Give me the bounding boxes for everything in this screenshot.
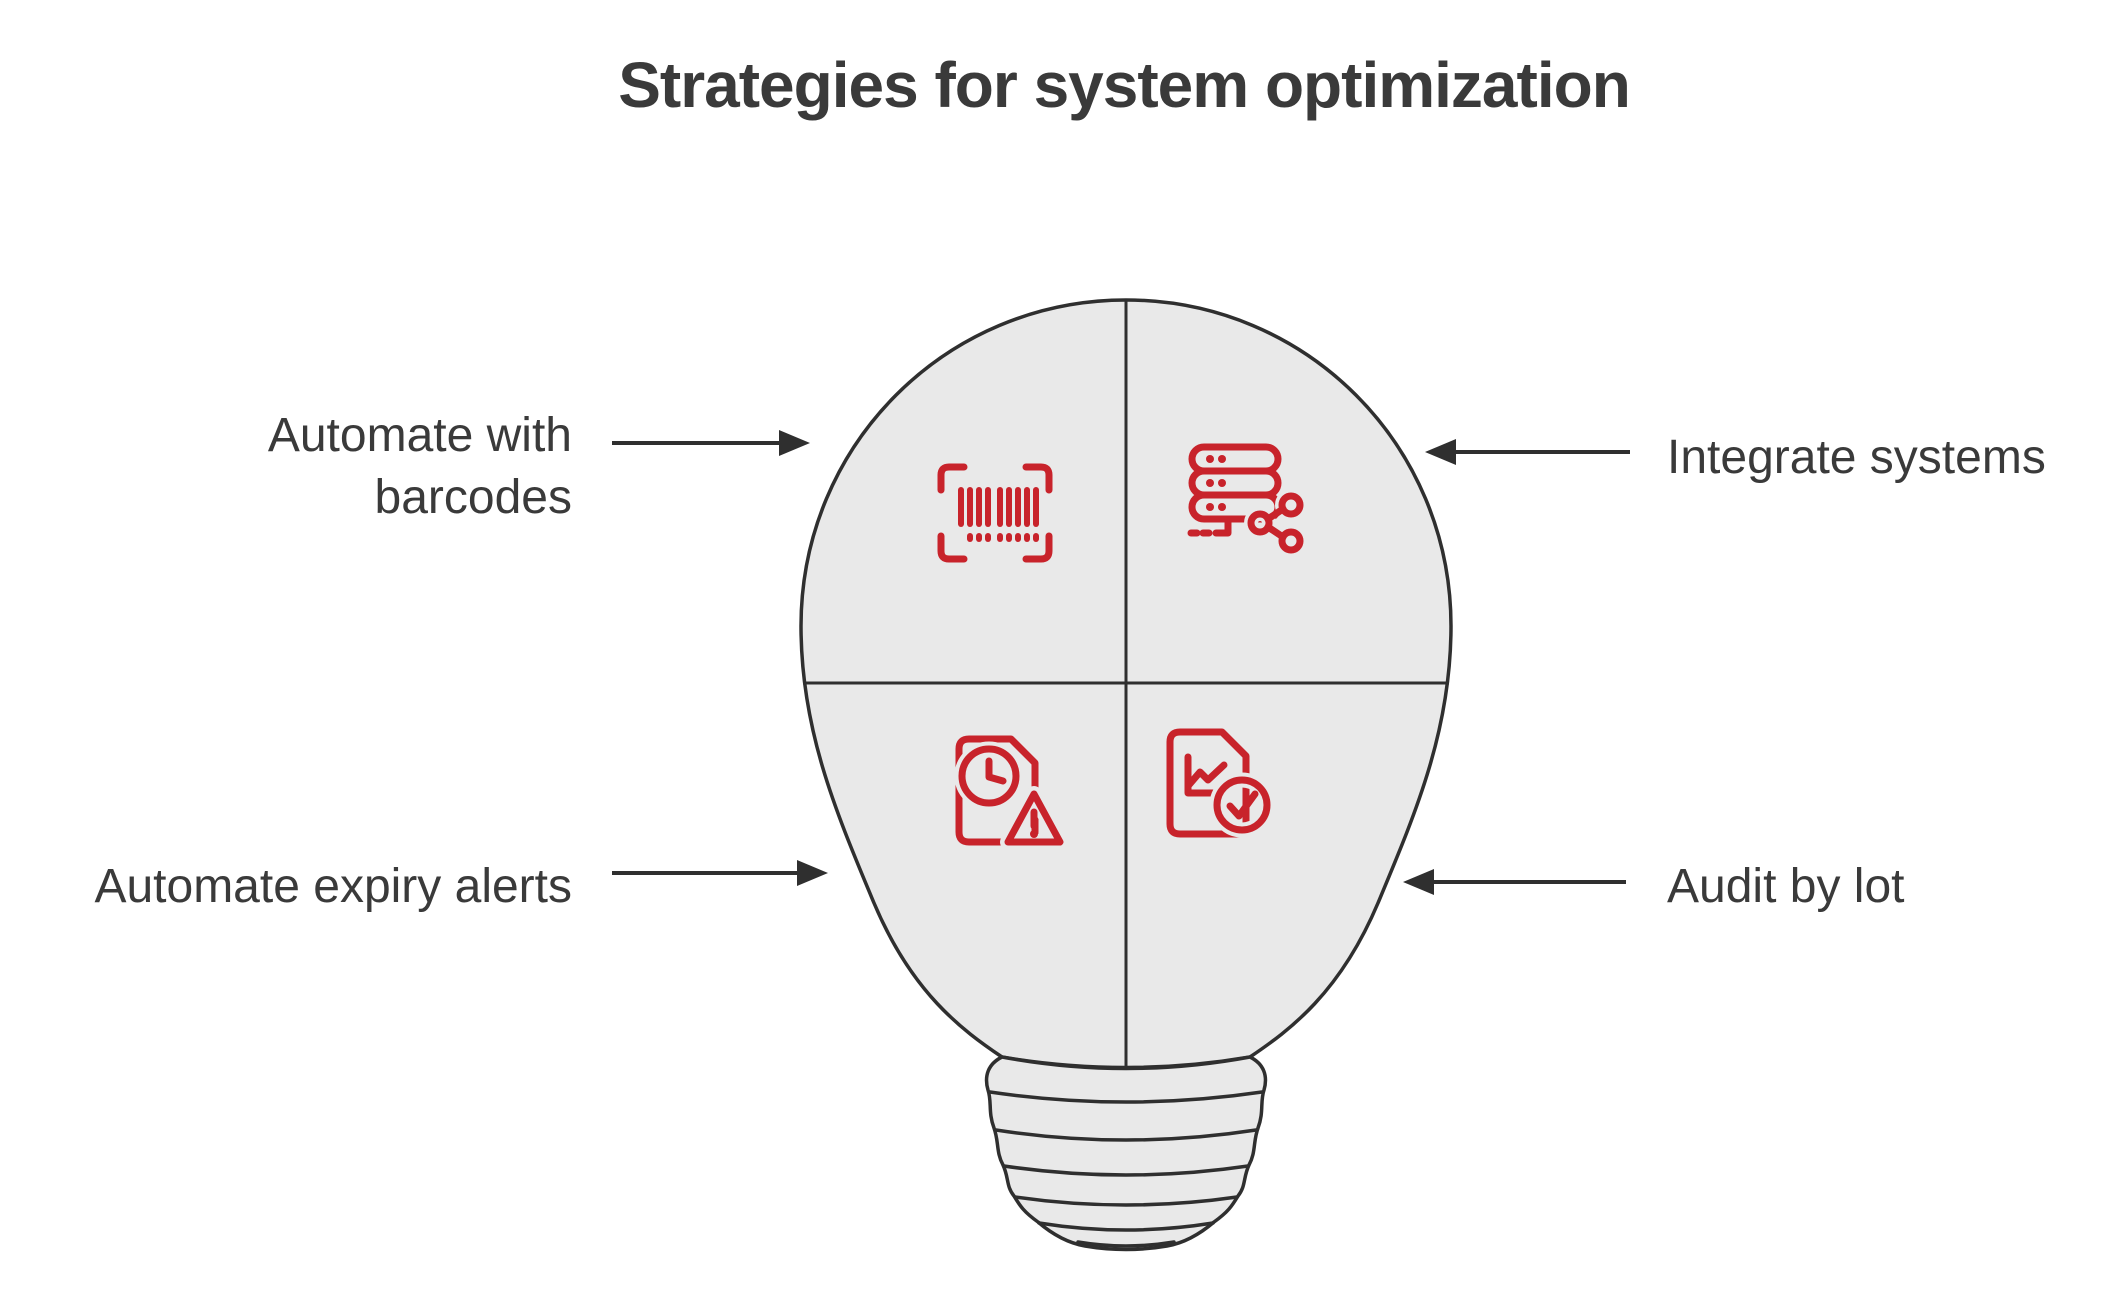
label-automate-with-barcodes: Automate with barcodes	[267, 409, 572, 524]
warning-triangle-glyph	[1000, 786, 1068, 850]
screw-threads	[988, 1090, 1264, 1248]
arrow-audit-by-lot	[1403, 869, 1626, 895]
label-integrate-systems: Integrate systems	[1667, 431, 2046, 484]
bulb-screw-base	[984, 1055, 1268, 1252]
check-circle-glyph	[1209, 772, 1275, 838]
arrow-automate-with-barcodes	[612, 430, 810, 456]
clock-glyph	[954, 741, 1024, 811]
audit-check-document-icon	[1166, 728, 1275, 838]
label-audit-by-lot: Audit by lot	[1667, 860, 1905, 913]
server-integration-icon	[1187, 443, 1307, 557]
arrow-automate-expiry-alerts	[612, 860, 828, 886]
line-chart-glyph	[1184, 753, 1228, 797]
barcode-scan-icon	[937, 463, 1053, 563]
arrow-integrate-systems	[1425, 439, 1630, 465]
expiry-alert-document-icon	[954, 735, 1068, 850]
label-automate-expiry-alerts: Automate expiry alerts	[94, 860, 572, 913]
page-title: Strategies for system optimization	[618, 49, 1631, 121]
